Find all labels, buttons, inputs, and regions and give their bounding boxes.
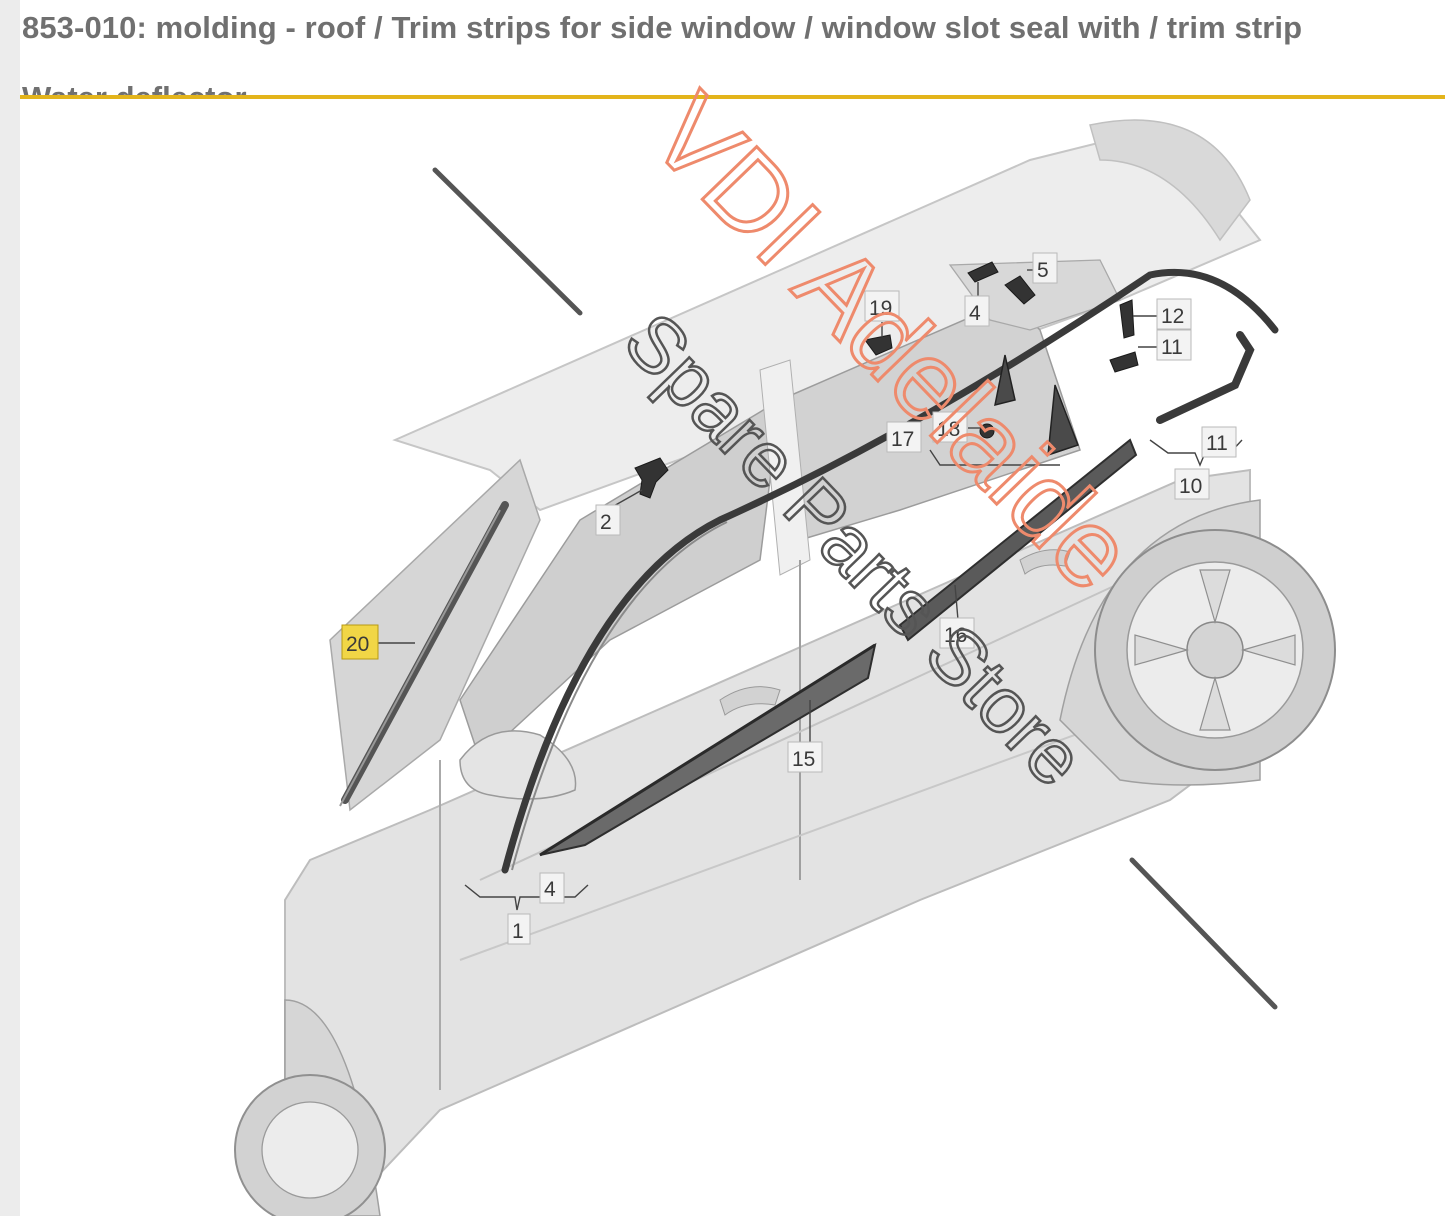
svg-text:11: 11 <box>1206 432 1228 455</box>
svg-text:19: 19 <box>869 297 892 320</box>
callout-2: 2 <box>595 489 643 536</box>
callout-18: 18 <box>932 411 982 443</box>
title-underline <box>20 95 1445 99</box>
svg-text:18: 18 <box>937 418 960 441</box>
callout-4-upper: 4 <box>964 282 990 327</box>
svg-text:5: 5 <box>1037 259 1049 282</box>
callout-19: 19 <box>864 290 900 337</box>
page-title-continued: Water deflector <box>22 80 247 95</box>
callout-20: 20 <box>341 624 415 660</box>
callout-label: 4 <box>544 878 556 901</box>
svg-text:4: 4 <box>969 302 981 325</box>
svg-text:10: 10 <box>1179 475 1202 498</box>
callout-1: 1 4 <box>464 872 589 945</box>
content-panel: 853-010: molding - roof / Trim strips fo… <box>20 0 1445 1216</box>
car-illustration <box>234 119 1336 1216</box>
callout-17: 17 <box>886 421 1060 466</box>
trim-strips <box>339 268 1279 874</box>
svg-text:11: 11 <box>1161 336 1183 359</box>
callout-11-upper: 11 <box>1138 329 1192 361</box>
callout-label: 1 <box>512 920 524 943</box>
svg-text:12: 12 <box>1161 305 1184 328</box>
svg-text:20: 20 <box>346 633 369 656</box>
page-title: 853-010: molding - roof / Trim strips fo… <box>22 10 1303 45</box>
parts-diagram: 1 4 2 4 5 10 <box>234 70 1336 1216</box>
callout-10-11: 10 11 <box>1149 426 1243 500</box>
svg-text:16: 16 <box>944 624 967 647</box>
svg-text:2: 2 <box>600 511 612 534</box>
callout-12: 12 <box>1133 298 1192 330</box>
callout-5: 5 <box>1027 252 1058 284</box>
clip-parts <box>634 261 1139 499</box>
svg-text:17: 17 <box>891 428 914 451</box>
callout-16: 16 <box>939 584 975 649</box>
svg-text:15: 15 <box>792 748 815 771</box>
callout-15: 15 <box>787 700 823 773</box>
